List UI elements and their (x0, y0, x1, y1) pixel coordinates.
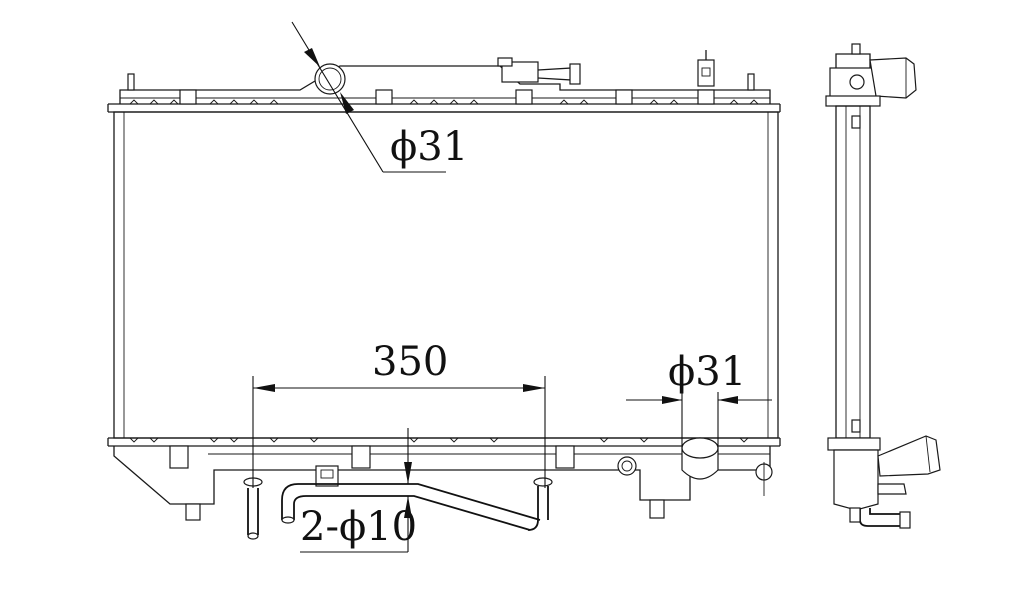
top-tank (107, 50, 781, 113)
pipe-spacing-dimension: 350 (252, 339, 546, 488)
front-view: ϕ31 350 ϕ31 2-ϕ10 (107, 21, 781, 553)
pipe-diameter-label: 2-ϕ10 (300, 504, 417, 550)
pipe-spacing-label: 350 (372, 339, 448, 385)
pipe-diameter-dimension: 2-ϕ10 (300, 428, 417, 553)
outlet-diameter-label: ϕ31 (668, 349, 746, 395)
inlet-diameter-label: ϕ31 (390, 124, 468, 170)
side-view (825, 43, 941, 529)
outlet-diameter-dimension: ϕ31 (626, 349, 772, 446)
bottom-tank (107, 437, 781, 540)
inlet-diameter-dimension: ϕ31 (291, 21, 468, 173)
